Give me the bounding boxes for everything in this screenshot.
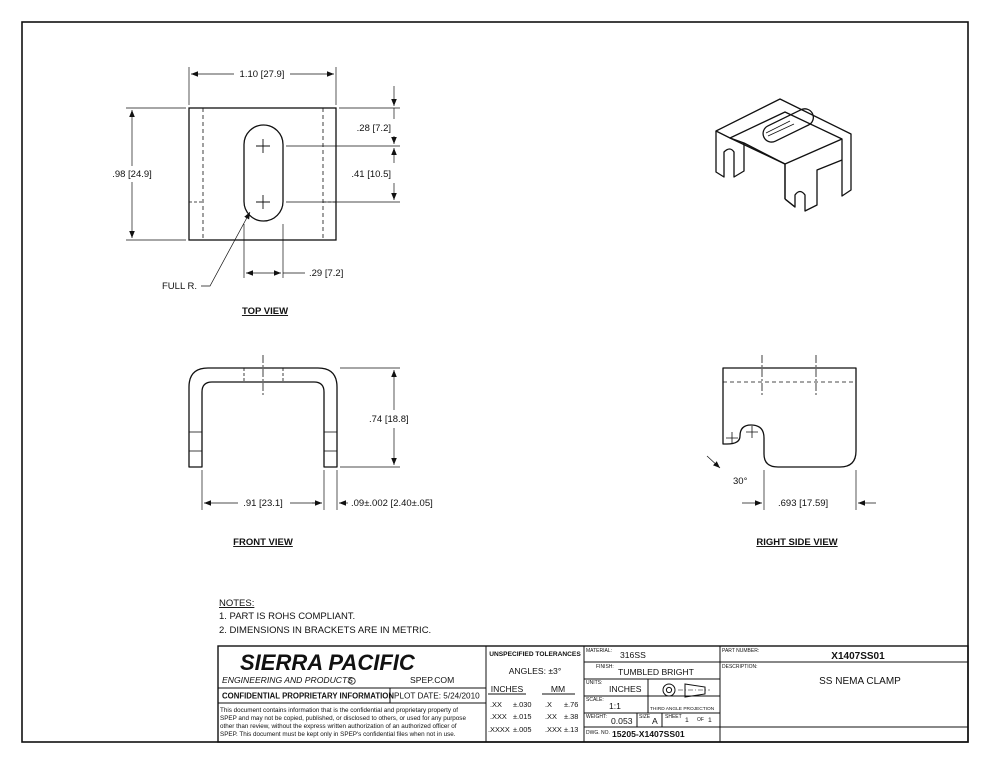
- confidential-line-2: SPEP and may not be copied, published, o…: [220, 715, 466, 722]
- iso-slot: [762, 108, 814, 143]
- tolerances-heading: UNSPECIFIED TOLERANCES: [489, 651, 581, 658]
- tol-in-label: .XXXX: [488, 725, 510, 734]
- title-block: [217, 645, 969, 743]
- tol-in-label: .XXX: [490, 712, 507, 721]
- weight-value: 0.053: [611, 716, 633, 726]
- dim-front-thickness: .09±.002 [2.40±.05]: [351, 498, 433, 509]
- tol-mm-value: ±.13: [564, 725, 578, 734]
- front-view-title: FRONT VIEW: [233, 537, 293, 548]
- dim-slot-offset: .28 [7.2]: [357, 123, 391, 134]
- plot-date: PLOT DATE: 5/24/2010: [394, 692, 480, 701]
- weight-label: WEIGHT:: [586, 714, 607, 720]
- company-website: SPEP.COM: [410, 675, 454, 685]
- tol-mm-value: ±.76: [564, 700, 578, 709]
- iso-front-leg: [715, 131, 745, 178]
- right-side-view: [722, 355, 857, 468]
- top-view-outline: [188, 107, 337, 241]
- right-side-outline: [722, 367, 857, 468]
- dwg-no-label: DWG. NO.: [586, 730, 610, 736]
- front-view-outline: [188, 367, 338, 468]
- note-1: 1. PART IS ROHS COMPLIANT.: [219, 611, 355, 622]
- notes-heading: NOTES:: [219, 598, 254, 609]
- note-2: 2. DIMENSIONS IN BRACKETS ARE IN METRIC.: [219, 625, 431, 636]
- tol-mm-label: .XXX: [545, 725, 562, 734]
- units-label: UNITS:: [586, 680, 602, 686]
- size-value: A: [652, 716, 658, 726]
- tol-in-value: ±.015: [513, 712, 531, 721]
- right-side-view-title: RIGHT SIDE VIEW: [756, 537, 837, 548]
- top-view-slot: [243, 124, 284, 222]
- tol-in-label: .XX: [490, 700, 502, 709]
- company-subtitle: ENGINEERING AND PRODUCTS: [222, 675, 353, 685]
- dim-top-width: 1.10 [27.9]: [240, 69, 285, 80]
- units-value: INCHES: [609, 684, 642, 694]
- tolerance-row: .XX ±.030 .X ±.76: [490, 700, 578, 709]
- dim-slot-width: .29 [7.2]: [309, 268, 343, 279]
- slot-centermarks: [256, 139, 270, 209]
- sheet-of: OF: [697, 717, 704, 723]
- dim-slot-length: .41 [10.5]: [351, 169, 391, 180]
- sheet-total: 1: [708, 717, 712, 724]
- confidential-line-3: other than review, without the express w…: [220, 723, 457, 730]
- confidential-heading: CONFIDENTIAL PROPRIETARY INFORMATION: [222, 692, 394, 701]
- description-label: DESCRIPTION:: [722, 664, 758, 670]
- material-label: MATERIAL:: [586, 648, 612, 654]
- sheet-border: [21, 21, 969, 743]
- registered-icon: [348, 677, 356, 685]
- finish-label: FINISH:: [596, 664, 614, 670]
- top-view: [188, 107, 337, 241]
- isometric-view: [715, 98, 852, 212]
- dim-side-depth: .693 [17.59]: [778, 498, 828, 509]
- top-view-title: TOP VIEW: [242, 306, 288, 317]
- confidential-line-4: SPEP. This document must be kept only in…: [220, 731, 456, 738]
- tolerance-angles: ANGLES: ±3°: [509, 666, 562, 676]
- tol-mm-label: .X: [545, 700, 552, 709]
- dim-front-height: .74 [18.8]: [369, 414, 409, 425]
- front-view: [188, 355, 338, 468]
- tol-in-value: ±.005: [513, 725, 531, 734]
- projection-label: THIRD ANGLE PROJECTION: [650, 706, 715, 712]
- note-full-radius: FULL R.: [162, 281, 197, 292]
- dim-top-height: .98 [24.9]: [112, 169, 152, 180]
- dim-front-inner: .91 [23.1]: [243, 498, 283, 509]
- scale-label: SCALE:: [586, 697, 604, 703]
- scale-value: 1:1: [609, 701, 621, 711]
- part-number-label: PART NUMBER:: [722, 648, 759, 654]
- part-number-value: X1407SS01: [831, 651, 885, 662]
- sheet-label: SHEET: [665, 714, 682, 720]
- description-value: SS NEMA CLAMP: [819, 676, 901, 687]
- finish-value: TUMBLED BRIGHT: [618, 667, 695, 677]
- confidential-line-1: This document contains information that …: [220, 707, 458, 714]
- company-name: SIERRA PACIFIC: [240, 650, 416, 675]
- size-label: SIZE: [639, 714, 651, 720]
- tolerance-row: .XXXX ±.005 .XXX ±.13: [488, 725, 578, 734]
- iso-top-face: [715, 98, 852, 197]
- dwg-no-value: 15205-X1407SS01: [612, 729, 685, 739]
- tolerance-inches-heading: INCHES: [491, 684, 524, 694]
- tol-in-value: ±.030: [513, 700, 531, 709]
- material-value: 316SS: [620, 650, 646, 660]
- sheet-number: 1: [685, 717, 689, 724]
- tol-mm-label: .XX: [545, 712, 557, 721]
- tolerance-row: .XXX ±.015 .XX ±.38: [490, 712, 578, 721]
- tolerance-mm-heading: MM: [551, 684, 565, 694]
- tol-mm-value: ±.38: [564, 712, 578, 721]
- dim-angle: 30°: [733, 476, 748, 487]
